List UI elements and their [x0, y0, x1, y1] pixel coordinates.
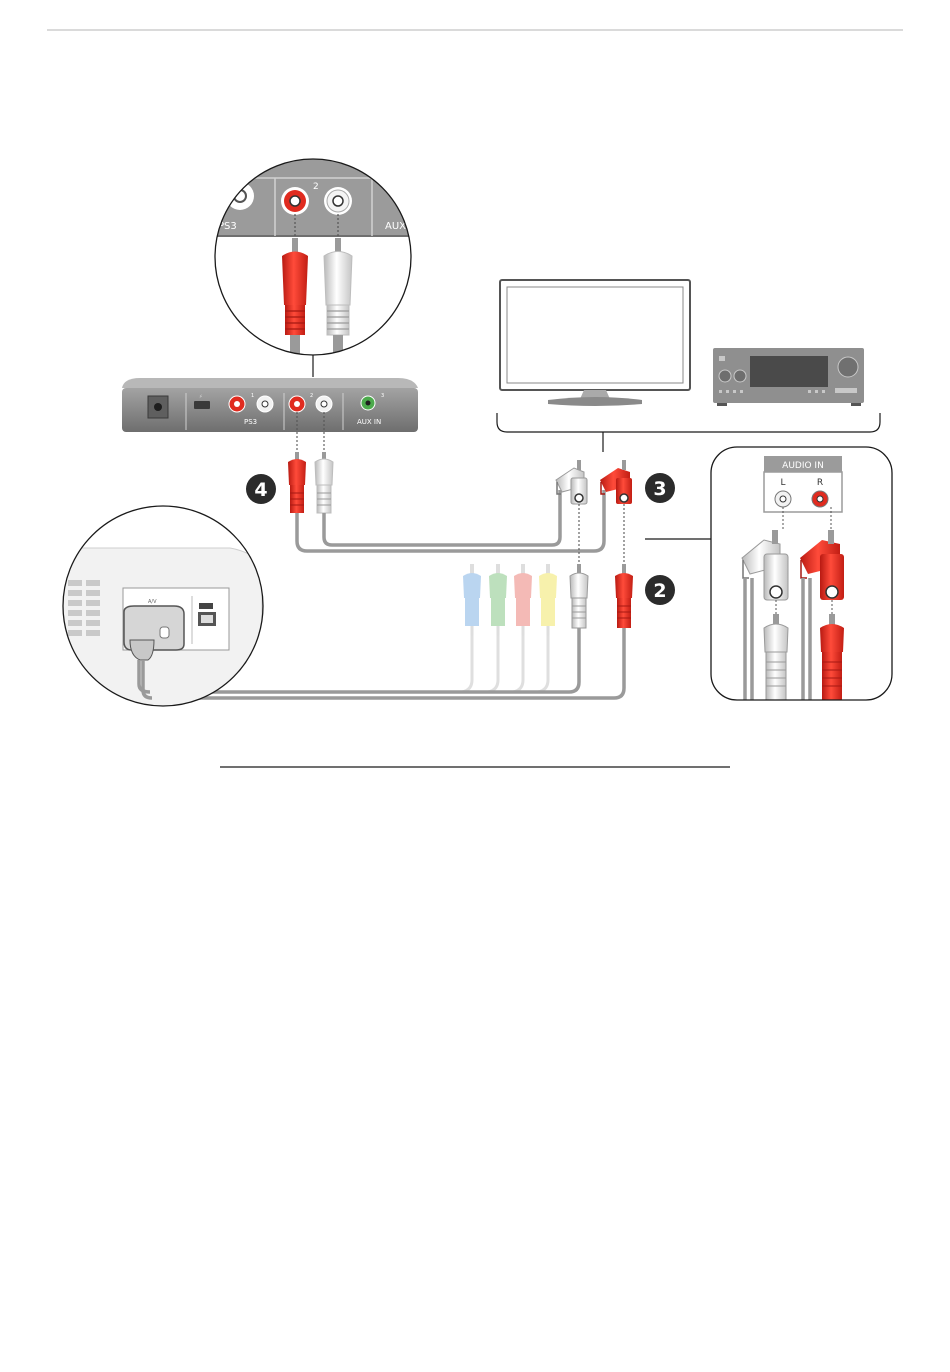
audio-r-label: R: [817, 478, 823, 488]
xbox-usb-port-icon: [199, 603, 213, 609]
audio-l-label: L: [780, 478, 785, 488]
port3-label: 3: [381, 393, 384, 399]
step-2-number: 2: [653, 580, 666, 602]
audio-in-zoom-panel: AUDIO IN L R: [711, 447, 892, 710]
zoom-receiver-ports: PS3 2 AUX: [200, 150, 430, 365]
port1-label: 1: [251, 393, 254, 399]
cable-white-4-to-3: [324, 490, 560, 545]
faded-component-plugs: [462, 564, 557, 692]
amplifier-icon: [713, 348, 864, 406]
zoom-console-av-port: A/V: [60, 506, 263, 720]
step-4-number: 4: [254, 479, 267, 501]
aux-in-label: AUX IN: [357, 418, 381, 426]
step-4-badge: 4: [246, 474, 276, 504]
step4-white-plug-icon: [315, 452, 333, 513]
step-2-badge: 2: [645, 575, 675, 605]
audio-red-straight-plug-icon: [820, 614, 844, 700]
usb-port-icon: [194, 401, 210, 409]
ps3-label: PS3: [244, 418, 257, 426]
power-port-icon: [154, 403, 162, 411]
step-3-badge: 3: [645, 473, 675, 503]
zoom-port2-label: 2: [313, 182, 319, 192]
audio-white-straight-plug-icon: [764, 614, 788, 700]
port2-label: 2: [310, 393, 313, 399]
audio-in-label: AUDIO IN: [782, 461, 824, 471]
xbox-av-label: A/V: [148, 599, 157, 605]
svg-text:⚡: ⚡: [199, 394, 203, 400]
zoom-aux-label: AUX: [385, 221, 406, 232]
tv-icon: [500, 280, 690, 406]
step2-white-plug-icon: [570, 564, 588, 628]
receiver-device: ⚡ 1 PS3 2 3 AUX IN: [122, 378, 418, 432]
step2-red-plug-icon: [615, 564, 633, 628]
step-3-number: 3: [653, 478, 666, 500]
tv-amp-bracket: [497, 413, 880, 432]
step4-red-plug-icon: [288, 452, 306, 513]
